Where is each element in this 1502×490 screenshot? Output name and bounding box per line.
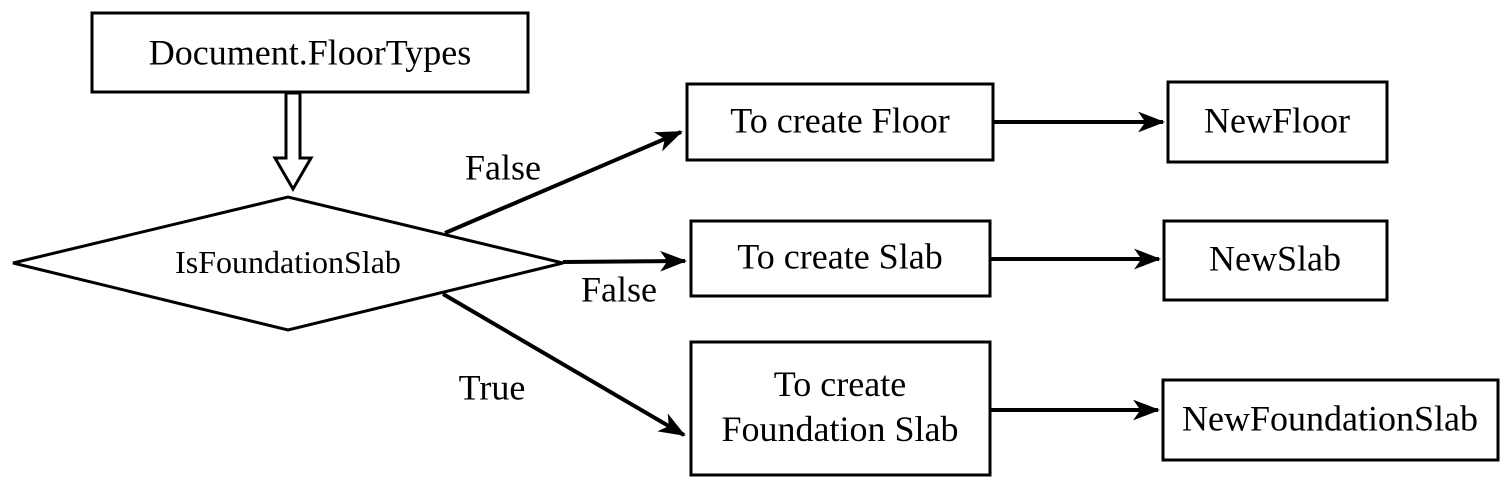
new-slab-node-box [1162, 219, 1389, 302]
edge-label-true-lower: True [458, 367, 526, 408]
source-node-label: Document.FloorTypes [148, 32, 472, 73]
create-floor-node-label: To create Floor [730, 100, 950, 141]
create-foundation-slab-node-label: To create Foundation Slab [691, 362, 990, 452]
edge-label-false-upper: False [465, 147, 541, 188]
arrow-decision-to-create-slab [562, 250, 688, 272]
create-foundation-slab-label-line1: To create [773, 364, 907, 404]
new-floor-node-label: NewFloor [1204, 100, 1350, 141]
create-slab-node-box [689, 219, 992, 298]
arrow-decision-to-create-foundation-slab [441, 292, 686, 437]
source-node-box [90, 11, 530, 94]
new-floor-node-box [1166, 80, 1389, 164]
new-foundation-slab-node-box [1161, 378, 1500, 462]
arrow-decision-to-create-floor [444, 130, 683, 235]
create-foundation-slab-node-box [689, 340, 992, 477]
decision-node-label: IsFoundationSlab [175, 244, 401, 280]
create-foundation-slab-label-line2: Foundation Slab [721, 409, 959, 449]
hollow-down-arrow-icon [272, 91, 314, 192]
new-foundation-slab-node-label: NewFoundationSlab [1182, 398, 1478, 439]
decision-diamond [12, 195, 564, 332]
create-floor-node-box [685, 82, 995, 162]
new-slab-node-label: NewSlab [1209, 238, 1341, 279]
edge-label-false-middle: False [581, 269, 657, 310]
create-slab-node-label: To create Slab [737, 236, 943, 277]
